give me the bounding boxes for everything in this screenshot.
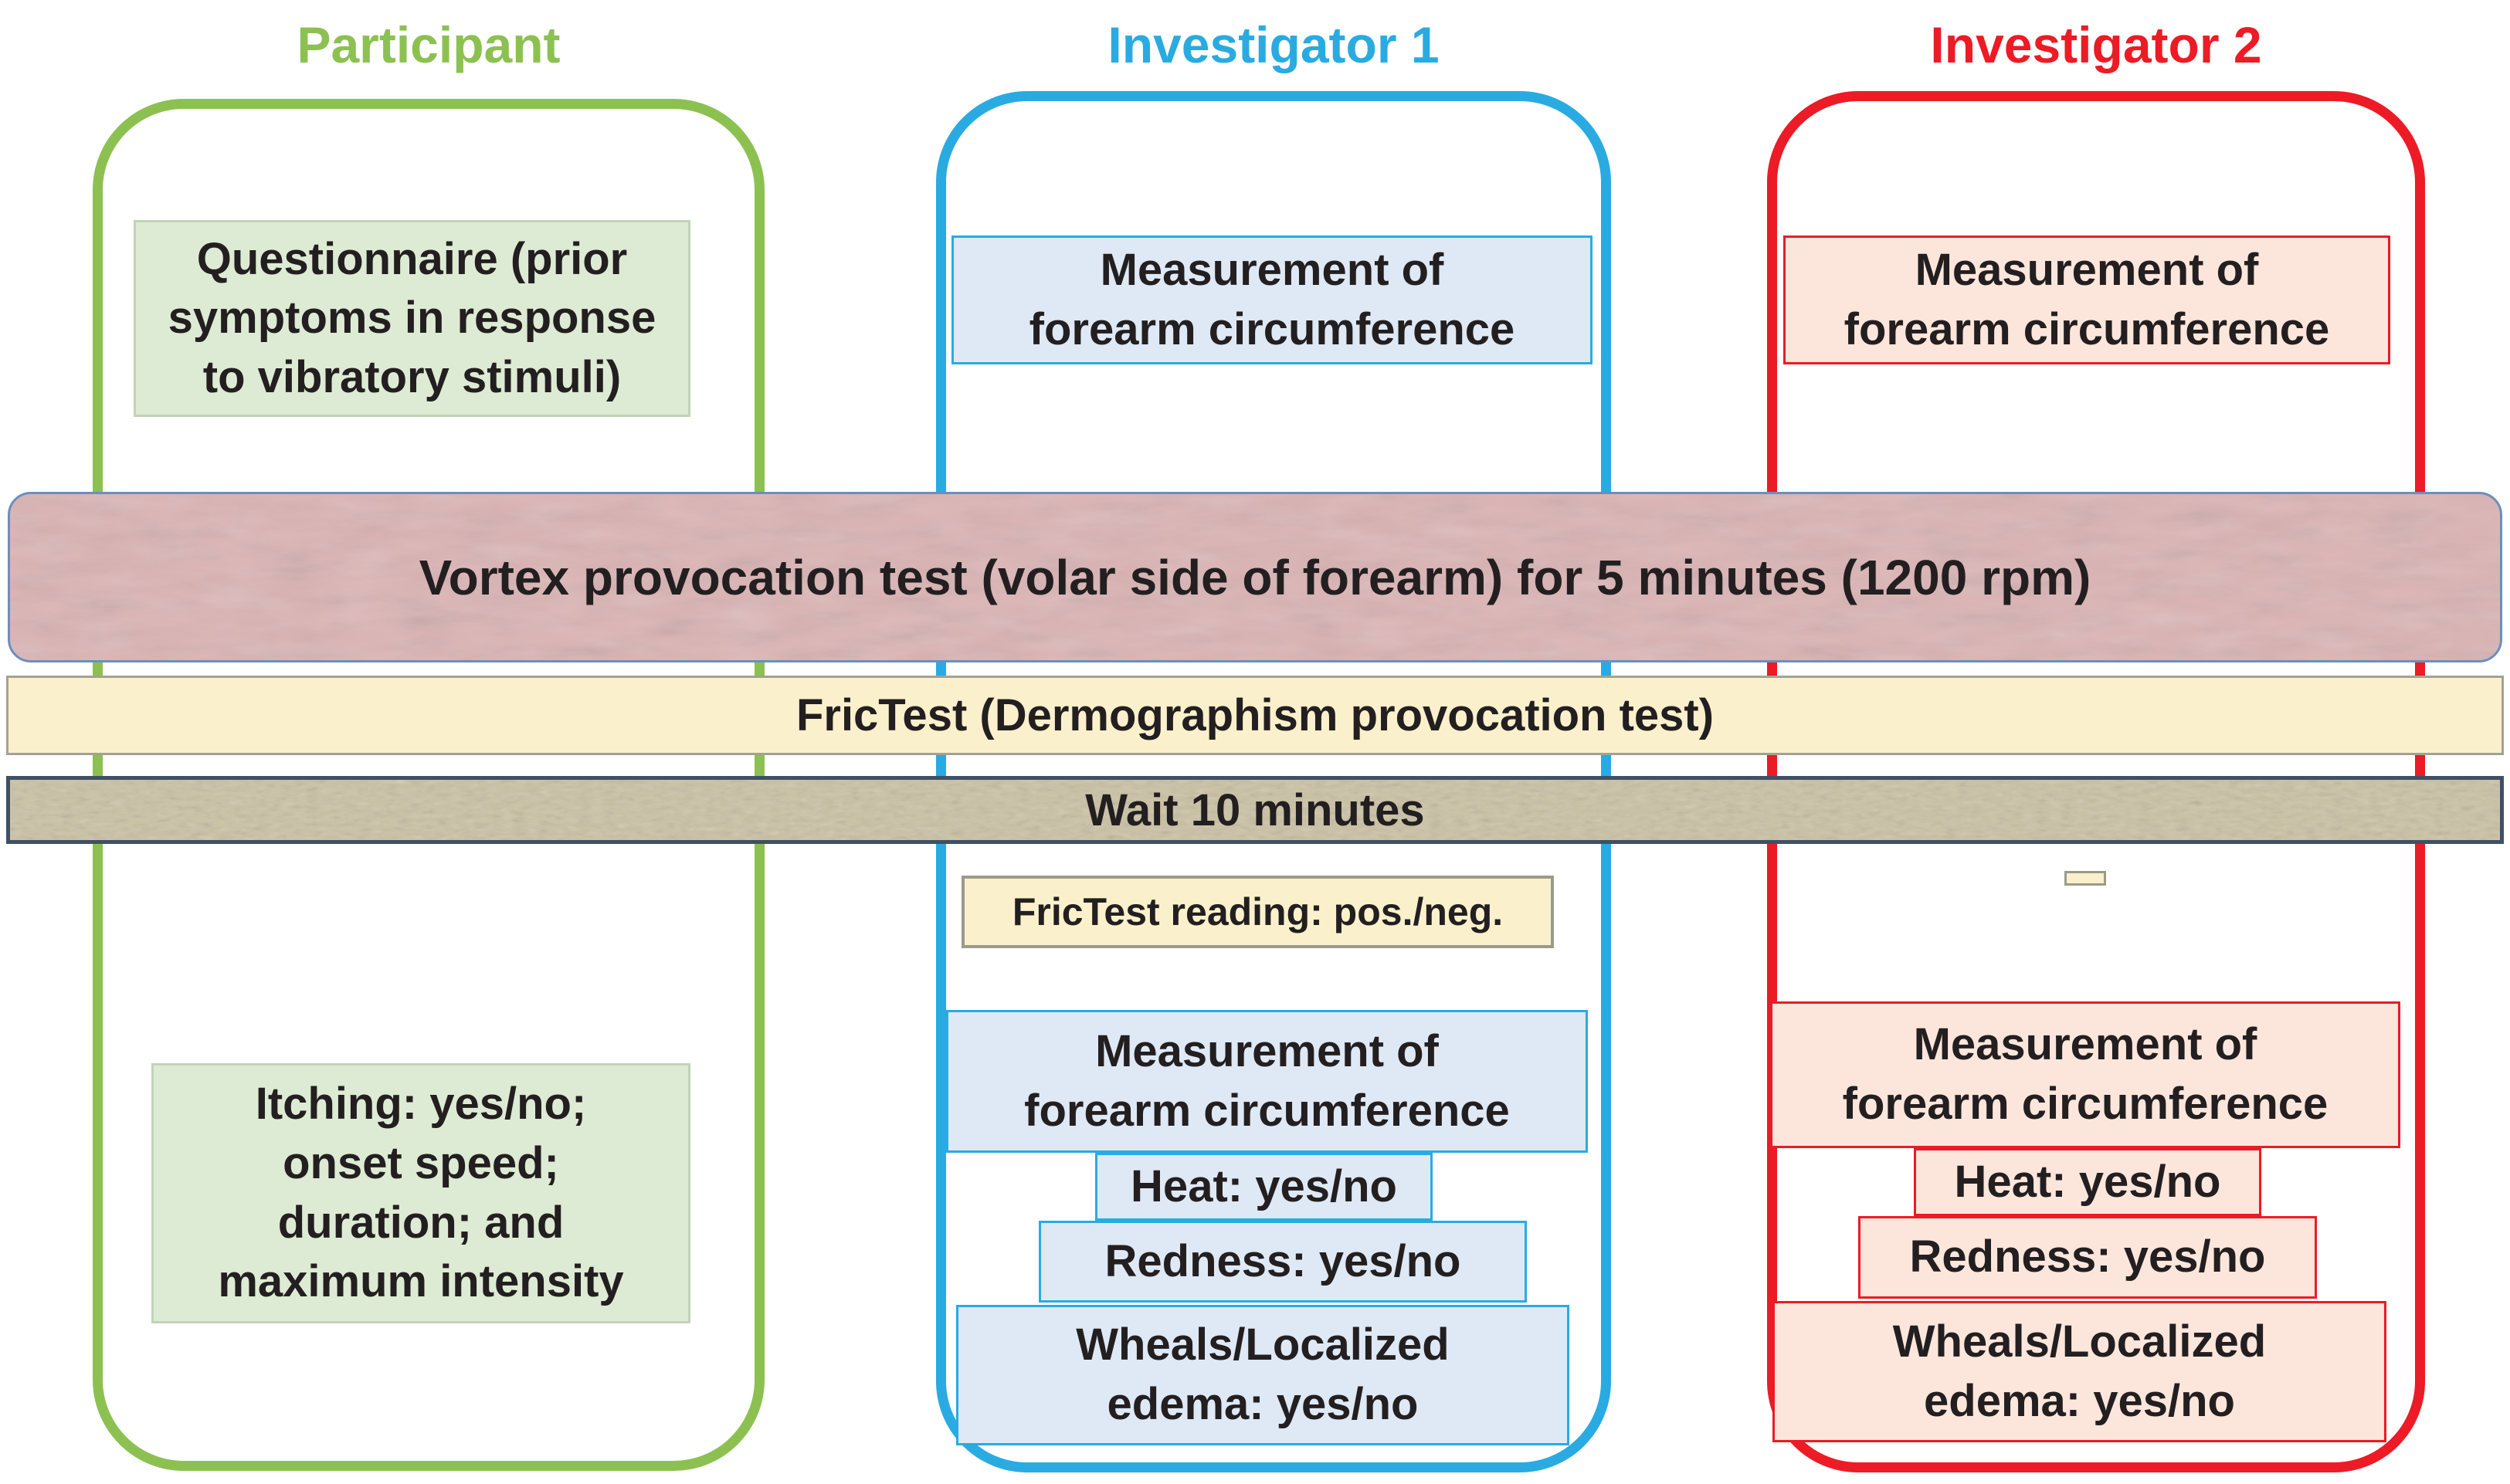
frictest-reading-box: FricTest reading: pos./neg. (962, 876, 1554, 948)
investigator2-column-outline (1767, 91, 2425, 1472)
questionnaire-box: Questionnaire (prior symptoms in respons… (134, 220, 690, 417)
measurement-top-box-investigator1: Measurement of forearm circumference (951, 235, 1592, 364)
vortex-provocation-band: Vortex provocation test (volar side of f… (8, 492, 2502, 662)
measurement-top-box-investigator2: Measurement of forearm circumference (1783, 235, 2390, 364)
wheals-box-investigator1: Wheals/Localized edema: yes/no (956, 1305, 1569, 1445)
frictest-band-label: FricTest (Dermographism provocation test… (795, 690, 1715, 740)
heat-box-investigator2: Heat: yes/no (1914, 1148, 2261, 1216)
itching-box: Itching: yes/no; onset speed; duration; … (151, 1063, 690, 1323)
wheals-box-investigator2: Wheals/Localized edema: yes/no (1772, 1301, 2386, 1442)
redness-box-investigator2: Redness: yes/no (1858, 1216, 2317, 1299)
wait-band-label: Wait 10 minutes (1085, 784, 1425, 835)
redness-box-investigator1: Redness: yes/no (1039, 1221, 1527, 1303)
measurement-bottom-box-investigator1: Measurement of forearm circumference (946, 1010, 1588, 1153)
wait-band: Wait 10 minutes (6, 776, 2504, 844)
heat-box-investigator1: Heat: yes/no (1095, 1153, 1433, 1221)
frictest-band: FricTest (Dermographism provocation test… (6, 676, 2504, 755)
frictest-marker-box-investigator2 (2064, 871, 2106, 886)
wait-noise-texture (10, 780, 2500, 840)
column-header-investigator1: Investigator 1 (1107, 16, 1440, 73)
vortex-band-label: Vortex provocation test (volar side of f… (419, 549, 2091, 605)
vortex-noise-texture (10, 494, 2500, 660)
measurement-bottom-box-investigator2: Measurement of forearm circumference (1770, 1001, 2400, 1148)
column-header-investigator2: Investigator 2 (1930, 16, 2262, 73)
column-header-participant: Participant (297, 16, 561, 73)
